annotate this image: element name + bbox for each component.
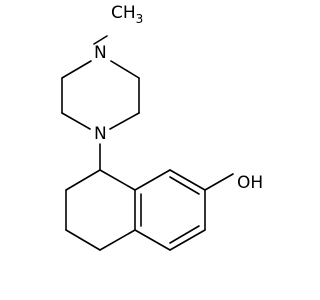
bond-saturated-4 [99,229,136,251]
methyl-label: CH3 [111,3,143,26]
bond-saturated-6 [99,169,136,191]
bond-saturated-3 [65,229,101,251]
hydroxyl-label: OH [237,173,263,193]
nitrogen-top-label: N [94,43,107,63]
molecule-drawing: CH3 N N OH [61,3,263,251]
bond-piperazine-4 [109,112,140,130]
bond-aromatic-2 [169,169,206,191]
bond-piperazine-3 [61,112,91,130]
bond-aromatic-4 [169,229,206,251]
bond-n-methyl [93,35,108,45]
bond-piperazine-6 [110,60,140,79]
bond-piperazine-1 [61,60,92,79]
bond-saturated-1 [65,169,101,191]
structure-canvas: CH3 N N OH [61,3,264,251]
bond-aromatic-double-2 [169,176,200,195]
bond-aromatic-oh [204,173,234,191]
nitrogen-bottom-label: N [94,124,107,144]
bond-aromatic-5 [134,229,171,251]
bond-aromatic-double-3 [169,225,200,244]
bond-aromatic-1 [134,169,171,191]
